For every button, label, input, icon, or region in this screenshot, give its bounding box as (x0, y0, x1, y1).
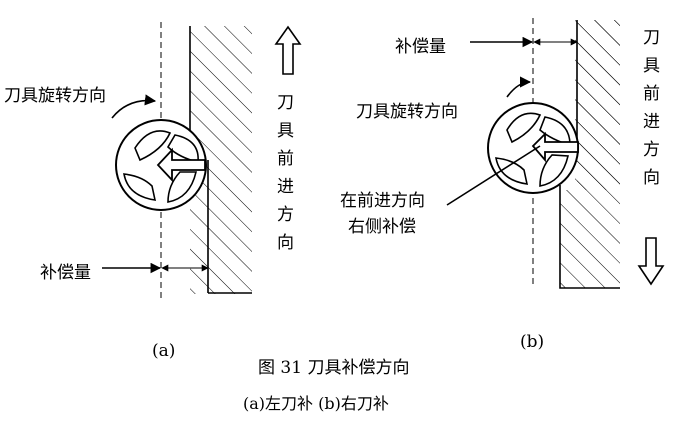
advance-label-a-char-3: 进 (277, 177, 294, 197)
rotation-arrow-a (111, 94, 157, 119)
advance-label-a-char-1: 具 (277, 121, 294, 141)
advance-label-b-char-4: 方 (643, 140, 660, 160)
workpiece-b-hatch-upper (577, 20, 620, 190)
figure-caption: 图 31 刀具补偿方向 (258, 358, 409, 378)
advance-label-a-char-2: 前 (277, 149, 294, 169)
rotation-label-a: 刀具旋转方向 (4, 86, 106, 106)
side-leader-b (446, 145, 541, 206)
figure-subcaption: (a)左刀补 (b)右刀补 (243, 394, 389, 413)
panel-b-tag: (b) (520, 332, 544, 352)
advance-arrow-up-icon (274, 25, 302, 75)
rotation-arrow-b (506, 76, 532, 98)
advance-label-b-char-0: 刀 (643, 28, 660, 48)
panel-a: 刀具旋转方向 刀 具 前 进 方 向 补偿量 (a) (4, 22, 302, 361)
side-label-b-line2: 右侧补偿 (348, 217, 416, 237)
advance-label-b: 刀 具 前 进 方 向 (643, 28, 660, 188)
offset-label-b: 补偿量 (395, 37, 446, 57)
cutter-b (487, 102, 579, 194)
panel-b: 补偿量 刀具旋转方向 在前进方向 右侧补偿 刀 具 前 进 方 向 (b) (340, 18, 665, 352)
advance-arrow-down-icon (637, 237, 665, 286)
side-label-b-line1: 在前进方向 (340, 191, 425, 211)
cutter-a (115, 119, 207, 211)
advance-label-a-char-4: 方 (277, 205, 294, 225)
advance-label-a-char-0: 刀 (277, 93, 294, 113)
rotation-label-b: 刀具旋转方向 (356, 102, 458, 122)
panel-a-tag: (a) (152, 341, 175, 361)
offset-label-a: 补偿量 (40, 263, 91, 283)
advance-label-b-char-5: 向 (643, 168, 660, 188)
advance-label-b-char-2: 前 (643, 84, 660, 104)
advance-label-a-char-5: 向 (277, 233, 294, 253)
advance-label-a: 刀 具 前 进 方 向 (277, 93, 294, 253)
advance-label-b-char-3: 进 (643, 112, 660, 132)
advance-label-b-char-1: 具 (643, 56, 660, 76)
